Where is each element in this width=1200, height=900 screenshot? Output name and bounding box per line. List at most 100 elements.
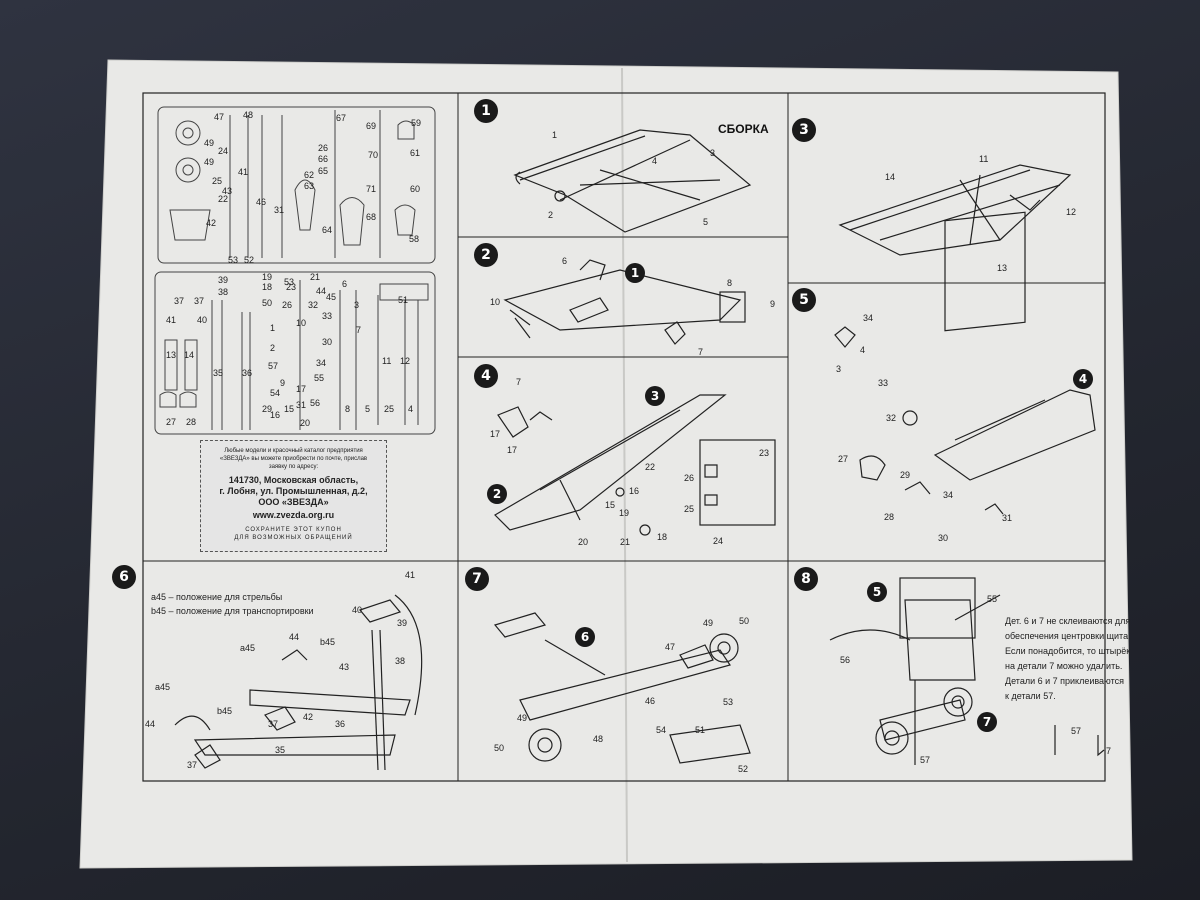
step7-label: 47 xyxy=(665,642,676,652)
assembly-title: СБОРКА xyxy=(718,122,769,136)
sprue-a-label: 26 xyxy=(318,143,329,153)
sprue-b-label: 20 xyxy=(300,418,311,428)
step6-label: 41 xyxy=(405,570,416,580)
outer-frame xyxy=(142,92,1106,782)
step4-label: 26 xyxy=(684,473,695,483)
step8-note-line: к детали 57. xyxy=(1005,691,1056,701)
step7-label: 46 xyxy=(645,696,656,706)
step1-label: 1 xyxy=(552,130,558,140)
coupon-website: www.zvezda.org.ru xyxy=(252,510,335,520)
sprue-b-label: 35 xyxy=(213,368,224,378)
step6-label: b45 xyxy=(320,637,336,647)
step6-legend-b: b45 – положение для транспортировки xyxy=(151,606,314,616)
step4-label: 19 xyxy=(619,508,630,518)
sprue-b-label: 8 xyxy=(345,404,351,414)
sprue-a-label: 67 xyxy=(336,113,347,123)
sprue-a-label: 52 xyxy=(244,255,255,265)
coupon-address-line2: г. Лобня, ул. Промышленная, д.2, xyxy=(219,486,368,496)
sprue-a-label: 22 xyxy=(218,194,229,204)
step4-label: 17 xyxy=(490,429,501,439)
step8-note-line: Если понадобится, то штырёк xyxy=(1005,646,1131,656)
step2-label: 10 xyxy=(490,297,501,307)
sprue-b-label: 12 xyxy=(400,356,411,366)
step5-label: 3 xyxy=(836,364,842,374)
sprue-b-label: 7 xyxy=(356,325,362,335)
sprue-b-label: 15 xyxy=(284,404,295,414)
step6-label: 40 xyxy=(352,605,363,615)
step-8-badge: 8 xyxy=(794,567,818,591)
sprue-b-label: 21 xyxy=(310,272,321,282)
sprue-b-label: 19 xyxy=(262,272,273,282)
sprue-a-label: 66 xyxy=(318,154,329,164)
sprue-b-label: 37 xyxy=(194,296,205,306)
step8-drawing xyxy=(829,577,1105,765)
step4-label: 21 xyxy=(620,537,631,547)
step-4-ref-3: 3 xyxy=(645,386,665,406)
sprue-b-label: 1 xyxy=(270,323,276,333)
sprue-b-label: 25 xyxy=(384,404,395,414)
sprue-b-label: 23 xyxy=(286,282,297,292)
step4-drawing xyxy=(494,394,776,536)
step5-drawing xyxy=(834,211,1096,515)
sprue-b-label: 36 xyxy=(242,368,253,378)
sprue-a-label: 47 xyxy=(214,112,225,122)
step7-label: 50 xyxy=(494,743,505,753)
fold-line xyxy=(621,67,628,863)
sprue-b-label: 31 xyxy=(296,400,307,410)
step8-label: 57 xyxy=(1071,726,1082,736)
step7-drawing xyxy=(493,612,751,764)
step4-label: 17 xyxy=(507,445,518,455)
step7-label: 49 xyxy=(517,713,528,723)
sprue-b-label: 53 xyxy=(284,277,295,287)
sprue-b-label: 57 xyxy=(268,361,279,371)
sprue-b-label: 18 xyxy=(262,282,273,292)
sprue-b-label: 3 xyxy=(354,300,360,310)
sprue-b-label: 30 xyxy=(322,337,333,347)
step6-drawing xyxy=(174,594,423,771)
step6-label: 35 xyxy=(275,745,286,755)
step4-label: 16 xyxy=(629,486,640,496)
step7-label: 49 xyxy=(703,618,714,628)
sprue-a-label: 58 xyxy=(409,234,420,244)
step5-label: 34 xyxy=(943,490,954,500)
step8-label: 56 xyxy=(840,655,851,665)
sprue-b-label: 34 xyxy=(316,358,327,368)
step-4-badge: 4 xyxy=(474,364,498,388)
step6-label: 44 xyxy=(145,719,156,729)
sprue-b-label: 32 xyxy=(308,300,319,310)
step-7-badge: 7 xyxy=(465,567,489,591)
sprue-b-label: 14 xyxy=(184,350,195,360)
sprue-b-label: 45 xyxy=(326,292,337,302)
step3-label: 13 xyxy=(997,263,1008,273)
step2-drawing xyxy=(503,259,746,345)
step7-label: 53 xyxy=(723,697,734,707)
step6-label: a45 xyxy=(155,682,171,692)
coupon-save-line2: ДЛЯ ВОЗМОЖНЫХ ОБРАЩЕНИЙ xyxy=(234,535,353,541)
sprue-b-label: 11 xyxy=(382,356,392,366)
step6-label: 44 xyxy=(289,632,300,642)
sprue-b-label: 29 xyxy=(262,404,273,414)
step5-label: 32 xyxy=(886,413,897,423)
sprue-a-label: 68 xyxy=(366,212,377,222)
step4-label: 23 xyxy=(759,448,770,458)
step7-label: 50 xyxy=(739,616,750,626)
sprue-b-label: 28 xyxy=(186,417,197,427)
step2-label: 9 xyxy=(770,299,776,309)
step4-label: 22 xyxy=(645,462,656,472)
sprue-b-label: 17 xyxy=(296,384,307,394)
paper-sheet xyxy=(79,59,1133,869)
sprue-b-label: 54 xyxy=(270,388,281,398)
step4-label: 20 xyxy=(578,537,589,547)
sprue-a-label: 42 xyxy=(206,218,217,228)
step3-drawing xyxy=(838,164,1072,256)
step3-label: 12 xyxy=(1066,207,1077,217)
sprue-a-label: 60 xyxy=(410,184,421,194)
step7-label: 52 xyxy=(738,764,749,774)
sprue-a-label: 71 xyxy=(366,184,377,194)
sprue-b-label: 38 xyxy=(218,287,229,297)
step3-label: 11 xyxy=(979,154,989,164)
sprue-b-label: 9 xyxy=(280,378,286,388)
step1-label: 4 xyxy=(652,156,658,166)
sprue-a-label: 49 xyxy=(204,157,215,167)
coupon-address-line3: ООО «ЗВЕЗДА» xyxy=(258,497,329,507)
